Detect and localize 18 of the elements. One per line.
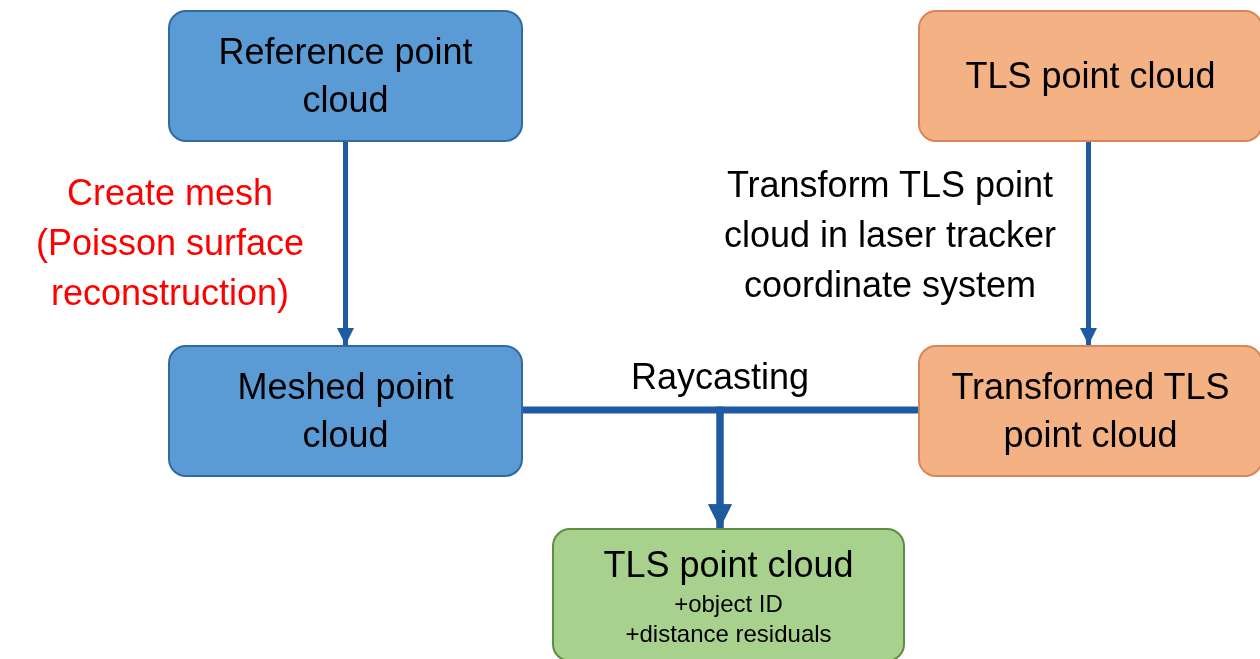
node-subtext: +distance residuals [625,619,832,649]
process-box [918,10,1260,142]
arrow [1080,142,1097,345]
node-text: Meshed point cloud [236,365,455,457]
arrow [708,406,918,528]
node-text: Transformed TLS point cloud [950,365,1231,457]
node-subtext: +object ID [674,589,783,619]
process-box [168,345,523,477]
node-text: Reference point cloud [217,30,474,122]
edge-label: Create mesh (Poisson surface reconstruction) [34,171,306,315]
edge-label: Transform TLS point cloud in laser tracker coordinate system [722,163,1058,307]
node-text: TLS point cloud [965,54,1216,98]
process-box [168,10,523,142]
process-box [552,528,905,659]
process-box [918,345,1260,477]
arrow [337,142,354,345]
node-text: TLS point cloud [603,543,854,587]
edge-label: Raycasting [629,355,811,399]
